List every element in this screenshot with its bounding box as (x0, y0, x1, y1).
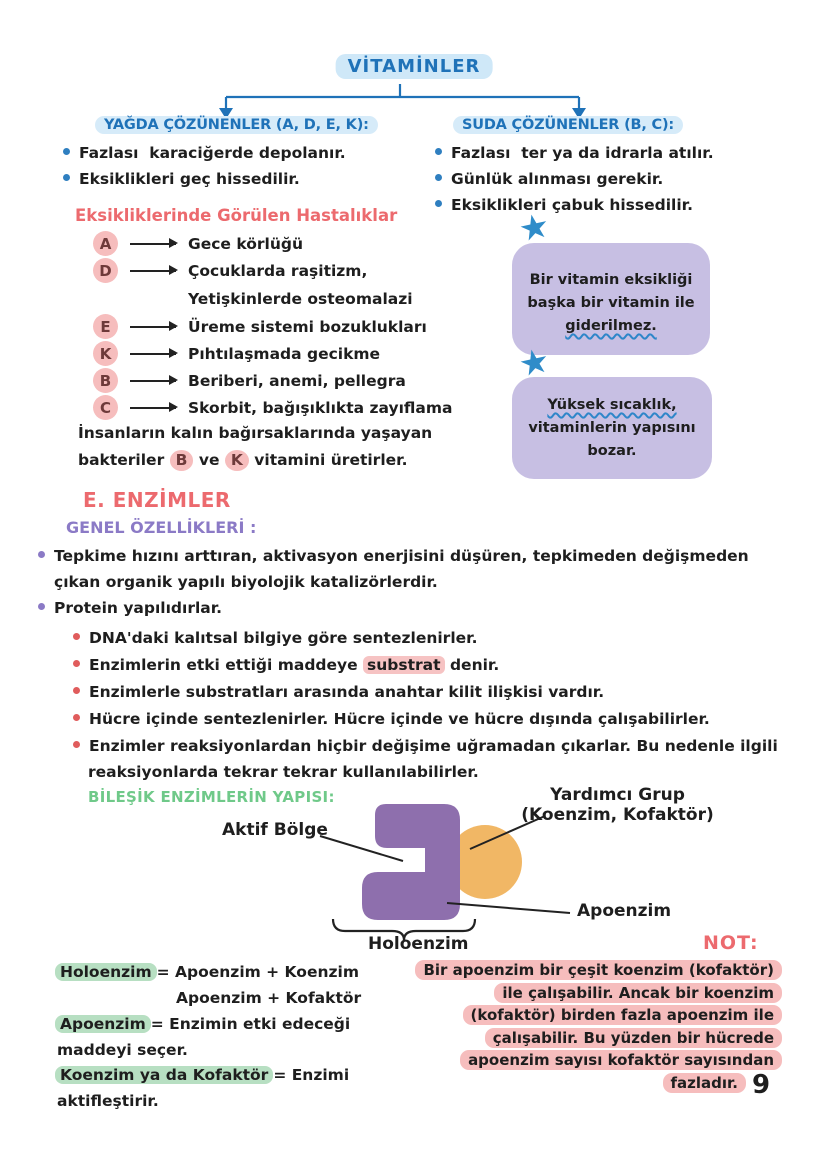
substrat-highlight: substrat (363, 656, 445, 674)
fat-bullet-2: Eksiklikleri geç hissedilir. (63, 170, 300, 188)
definition-coenzyme-cont: aktifleştirir. (57, 1092, 159, 1110)
definition-apoenzyme-cont: maddeyi seçer. (57, 1041, 188, 1059)
leader-lines (319, 815, 571, 914)
helper-group-label: Yardımcı Grup (Koenzim, Kofaktör) (521, 785, 714, 825)
bullet-dot-icon (73, 741, 80, 748)
arrow-right-icon (130, 321, 178, 331)
enzyme-general-bullet-1: Tepkime hızını arttıran, aktivasyon ener… (38, 547, 749, 565)
enzyme-detail-bullet-4: Hücre içinde sentezlenirler. Hücre içind… (73, 710, 710, 728)
fat-soluble-heading: YAĞDA ÇÖZÜNENLER (A, D, E, K): (95, 116, 378, 134)
page-number: 9 (752, 1070, 771, 1100)
vitamin-row-e: E Üreme sistemi bozuklukları (93, 314, 427, 339)
enzyme-detail-bullet-2: Enzimlerin etki ettiği maddeye substrat … (73, 656, 499, 674)
tree-connector (224, 84, 581, 109)
enzyme-detail-bullet-3: Enzimlerle substratları arasında anahtar… (73, 683, 604, 701)
definition-holoenzyme-cont: Apoenzim + Kofaktör (176, 989, 362, 1007)
not-line: çalışabilir. Bu yüzden bir hücrede (484, 1027, 782, 1048)
diagram-heading: BİLEŞİK ENZİMLERİN YAPISI: (88, 788, 335, 806)
water-bullet-1: Fazlası ter ya da idrarla atılır. (435, 144, 714, 162)
definition-apoenzyme: Apoenzim= Enzimin etki edeceği (55, 1015, 350, 1033)
not-line: (kofaktör) birden fazla apoenzim ile (462, 1005, 782, 1026)
water-soluble-heading: SUDA ÇÖZÜNENLER (B, C): (453, 116, 684, 134)
apoenzyme-label: Apoenzim (577, 901, 672, 921)
bullet-dot-icon (73, 660, 80, 667)
coenzyme-term-highlight: Koenzim ya da Kofaktör (55, 1066, 274, 1084)
fat-bullet-1: Fazlası karaciğerde depolanır. (63, 144, 346, 162)
water-bullet-2: Günlük alınması gerekir. (435, 170, 663, 188)
bullet-dot-icon (63, 148, 70, 155)
bullet-dot-icon (63, 174, 70, 181)
vitamin-row-a: A Gece körlüğü (93, 231, 303, 256)
holoenzyme-term-highlight: Holoenzim (55, 963, 157, 981)
bullet-dot-icon (38, 551, 45, 558)
enzyme-detail-bullet-1: DNA'daki kalıtsal bilgiye göre sentezlen… (73, 629, 477, 647)
vitamin-row-d: D Çocuklarda raşitizm, (93, 258, 367, 283)
enzyme-general-bullet-1-cont: çıkan organik yapılı biyolojik katalizör… (54, 573, 438, 591)
vitamin-k-badge: K (224, 450, 249, 471)
arrow-right-icon (130, 265, 178, 275)
enzymes-heading: E. ENZİMLER (83, 488, 231, 512)
page-title: VİTAMİNLER (335, 54, 493, 79)
deficiency-heading: Eksikliklerinde Görülen Hastalıklar (75, 206, 398, 225)
not-line: Bir apoenzim bir çeşit koenzim (kofaktör… (415, 960, 782, 980)
enzyme-general-bullet-2: Protein yapılıdırlar. (38, 599, 222, 617)
definition-coenzyme: Koenzim ya da Kofaktör= Enzimi (55, 1066, 349, 1084)
not-paragraph: Bir apoenzim bir çeşit koenzim (kofaktör… (360, 960, 782, 1096)
arrow-right-icon (130, 238, 178, 248)
apoenzyme-shape (362, 804, 460, 920)
vitamin-badge: K (93, 341, 118, 366)
water-bullet-3: Eksiklikleri çabuk hissedilir. (435, 196, 693, 214)
not-line: ile çalışabilir. Ancak bir koenzim (494, 982, 782, 1003)
bacteria-note-line2: bakteriler B ve K vitamini üretirler. (78, 450, 408, 471)
vitamin-row-d-cont: Yetişkinlerde osteomalazi (188, 290, 413, 308)
bullet-dot-icon (73, 633, 80, 640)
vitamin-badge: C (93, 395, 118, 420)
vitamin-note-box-1: Bir vitamin eksikliği başka bir vitamin … (512, 243, 710, 355)
vitamin-row-b: B Beriberi, anemi, pellegra (93, 368, 406, 393)
bullet-dot-icon (73, 687, 80, 694)
holoenzyme-label: Holoenzim (368, 934, 469, 954)
enzymes-subheading: GENEL ÖZELLİKLERİ : (66, 518, 257, 537)
bullet-dot-icon (435, 148, 442, 155)
vitamin-b-badge: B (169, 450, 194, 471)
bullet-dot-icon (38, 603, 45, 610)
vitamin-badge: D (93, 258, 118, 283)
bacteria-note-line1: İnsanların kalın bağırsaklarında yaşayan (78, 424, 433, 442)
vitamin-badge: B (93, 368, 118, 393)
definition-holoenzyme: Holoenzim= Apoenzim + Koenzim (55, 963, 359, 981)
not-line: fazladır. (662, 1072, 746, 1093)
arrow-right-icon (130, 348, 178, 358)
vitamin-row-c: C Skorbit, bağışıklıkta zayıflama (93, 395, 452, 420)
not-line: apoenzim sayısı kofaktör sayısından (460, 1050, 782, 1071)
vitamin-badge: E (93, 314, 118, 339)
vitamin-badge: A (93, 231, 118, 256)
apoenzyme-term-highlight: Apoenzim (55, 1015, 151, 1033)
bullet-dot-icon (435, 174, 442, 181)
cofactor-circle (448, 825, 522, 899)
not-heading: NOT: (703, 932, 759, 954)
arrow-right-icon (130, 375, 178, 385)
active-site-label: Aktif Bölge (222, 820, 328, 840)
enzyme-detail-bullet-5-cont: reaksiyonlarda tekrar tekrar kullanılabi… (88, 763, 479, 781)
vitamin-row-k: K Pıhtılaşmada gecikme (93, 341, 380, 366)
star-icon: ★ (515, 205, 554, 251)
arrow-right-icon (130, 402, 178, 412)
bullet-dot-icon (73, 714, 80, 721)
bullet-dot-icon (435, 200, 442, 207)
enzyme-detail-bullet-5: Enzimler reaksiyonlardan hiçbir değişime… (73, 737, 778, 755)
vitamin-note-box-2: Yüksek sıcaklık, vitaminlerin yapısını b… (512, 377, 712, 479)
